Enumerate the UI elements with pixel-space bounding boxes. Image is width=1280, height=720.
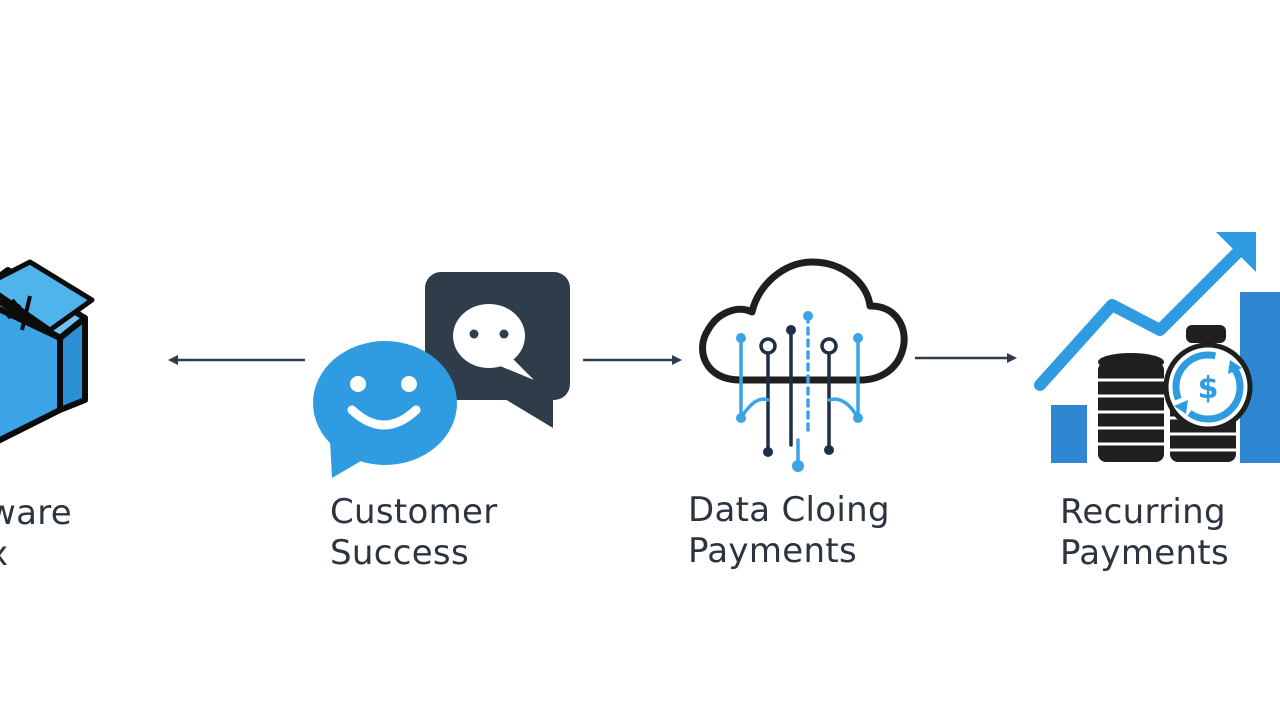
chat-bubbles-icon [313,272,570,478]
dollar-cycle-icon: $ [1163,342,1253,432]
step-label-line2: Success [330,533,469,573]
step-label-line2: x [0,534,72,575]
coin-stack-icon [1098,353,1164,462]
svg-text:$: $ [1198,371,1219,406]
step-label-line1: Customer [330,492,498,532]
step-label-line2: Payments [688,531,857,571]
step-label-line1: Recurring [1060,492,1226,532]
step-label-software-box: ware x [0,493,72,575]
step-label-customer-success: Customer Success [330,492,498,574]
cloud-data-icon [699,258,908,472]
step-label-recurring-payments: Recurring Payments [1060,492,1229,574]
step-label-line2: Payments [1060,533,1229,573]
box-icon [0,259,95,444]
step-label-data-payments: Data Cloing Payments [688,490,890,572]
growth-coins-icon: $ [1034,232,1280,463]
step-label-line1: ware [0,493,72,533]
step-label-line1: Data Cloing [688,490,890,530]
